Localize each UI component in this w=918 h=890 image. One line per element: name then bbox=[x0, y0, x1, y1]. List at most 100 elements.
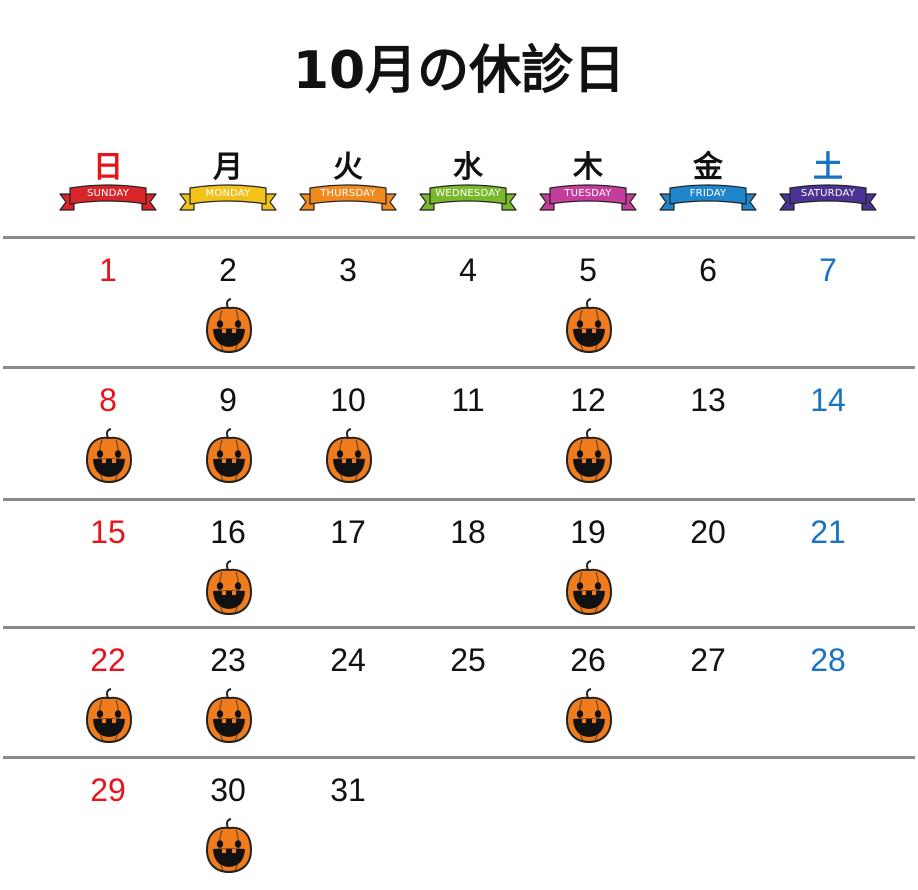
day-number: 3 bbox=[339, 252, 357, 288]
weekday-wednesday: 水 WEDNESDAY bbox=[408, 140, 528, 220]
day-cell: 24 bbox=[288, 630, 408, 758]
day-number: 23 bbox=[210, 642, 246, 678]
day-number: 13 bbox=[690, 382, 726, 418]
day-cell: 28 bbox=[768, 630, 888, 758]
weekday-kanji: 水 bbox=[453, 150, 483, 185]
week-divider bbox=[3, 236, 915, 239]
day-cell: 29 bbox=[48, 760, 168, 888]
day-cell: 23 bbox=[168, 630, 288, 758]
ribbon-label: SUNDAY bbox=[86, 188, 130, 199]
day-cell: 17 bbox=[288, 502, 408, 630]
day-number: 14 bbox=[810, 382, 846, 418]
day-cell: 14 bbox=[768, 370, 888, 498]
week-divider bbox=[3, 756, 915, 759]
day-number: 27 bbox=[690, 642, 726, 678]
day-cell: 27 bbox=[648, 630, 768, 758]
day-cell: 12 bbox=[528, 370, 648, 498]
day-cell: 16 bbox=[168, 502, 288, 630]
weekday-tuesday: 木 TUESDAY bbox=[528, 140, 648, 220]
weekday-kanji: 木 bbox=[573, 150, 603, 185]
day-cell: 22 bbox=[48, 630, 168, 758]
day-number: 28 bbox=[810, 642, 846, 678]
weekday-kanji: 土 bbox=[813, 150, 843, 185]
weekday-kanji: 月 bbox=[213, 150, 243, 185]
day-cell: 25 bbox=[408, 630, 528, 758]
week-row: 15 16 17 18 19 20 21 bbox=[0, 502, 918, 632]
day-number: 11 bbox=[451, 382, 485, 418]
week-divider bbox=[3, 498, 915, 501]
ribbon-banner: SATURDAY bbox=[778, 180, 878, 214]
day-cell: 6 bbox=[648, 240, 768, 368]
weekday-kanji: 火 bbox=[333, 150, 363, 185]
jack-o-lantern-icon bbox=[564, 560, 614, 616]
week-row: 8 9 10 11 12 13 14 bbox=[0, 370, 918, 500]
jack-o-lantern-icon bbox=[204, 560, 254, 616]
weekday-kanji: 金 bbox=[693, 150, 723, 185]
jack-o-lantern-icon bbox=[204, 428, 254, 484]
weekday-sunday: 日 SUNDAY bbox=[48, 140, 168, 220]
day-cell: 31 bbox=[288, 760, 408, 888]
day-number: 8 bbox=[99, 382, 117, 418]
ribbon-label: TUESDAY bbox=[564, 188, 612, 199]
day-number: 25 bbox=[450, 642, 486, 678]
day-number: 4 bbox=[459, 252, 477, 288]
ribbon-label: FRIDAY bbox=[689, 188, 727, 199]
day-cell: 21 bbox=[768, 502, 888, 630]
week-row: 1 2 3 4 5 6 7 bbox=[0, 240, 918, 370]
day-cell: 1 bbox=[48, 240, 168, 368]
jack-o-lantern-icon bbox=[84, 688, 134, 744]
weekday-kanji: 日 bbox=[93, 150, 123, 185]
day-cell: 4 bbox=[408, 240, 528, 368]
day-number: 19 bbox=[570, 514, 606, 550]
day-number: 15 bbox=[90, 514, 126, 550]
day-cell: 19 bbox=[528, 502, 648, 630]
jack-o-lantern-icon bbox=[204, 818, 254, 874]
day-cell: 26 bbox=[528, 630, 648, 758]
jack-o-lantern-icon bbox=[324, 428, 374, 484]
day-cell: 11 bbox=[408, 370, 528, 498]
jack-o-lantern-icon bbox=[204, 298, 254, 354]
ribbon-banner: SUNDAY bbox=[58, 180, 158, 214]
day-number: 22 bbox=[90, 642, 126, 678]
day-cell: 30 bbox=[168, 760, 288, 888]
day-number: 9 bbox=[219, 382, 237, 418]
week-row: 22 23 24 25 26 27 28 bbox=[0, 630, 918, 760]
jack-o-lantern-icon bbox=[204, 688, 254, 744]
day-number: 21 bbox=[810, 514, 846, 550]
week-divider bbox=[3, 366, 915, 369]
day-cell: 13 bbox=[648, 370, 768, 498]
day-number: 17 bbox=[330, 514, 366, 550]
page-title: 10月の休診日 bbox=[292, 41, 626, 101]
day-cell: 9 bbox=[168, 370, 288, 498]
day-number: 6 bbox=[699, 252, 717, 288]
day-number: 31 bbox=[330, 772, 366, 808]
jack-o-lantern-icon bbox=[564, 298, 614, 354]
ribbon-label: WEDNESDAY bbox=[435, 188, 501, 199]
day-number: 29 bbox=[90, 772, 126, 808]
day-number: 24 bbox=[330, 642, 366, 678]
week-divider bbox=[3, 626, 915, 629]
day-cell: 2 bbox=[168, 240, 288, 368]
day-number: 1 bbox=[99, 252, 117, 288]
day-number: 5 bbox=[579, 252, 597, 288]
ribbon-banner: WEDNESDAY bbox=[418, 180, 518, 214]
day-cell: 8 bbox=[48, 370, 168, 498]
day-number: 18 bbox=[450, 514, 486, 550]
week-row: 29 30 31 bbox=[0, 760, 918, 890]
ribbon-banner: THURSDAY bbox=[298, 180, 398, 214]
weekday-monday: 月 MONDAY bbox=[168, 140, 288, 220]
day-cell: 10 bbox=[288, 370, 408, 498]
day-number: 20 bbox=[690, 514, 726, 550]
ribbon-label: THURSDAY bbox=[320, 188, 376, 199]
weekday-thursday: 火 THURSDAY bbox=[288, 140, 408, 220]
jack-o-lantern-icon bbox=[564, 428, 614, 484]
day-cell: 7 bbox=[768, 240, 888, 368]
weekday-friday: 金 FRIDAY bbox=[648, 140, 768, 220]
day-cell: 18 bbox=[408, 502, 528, 630]
ribbon-banner: FRIDAY bbox=[658, 180, 758, 214]
day-cell: 5 bbox=[528, 240, 648, 368]
day-number: 12 bbox=[570, 382, 606, 418]
ribbon-label: MONDAY bbox=[205, 188, 251, 199]
day-cell: 20 bbox=[648, 502, 768, 630]
